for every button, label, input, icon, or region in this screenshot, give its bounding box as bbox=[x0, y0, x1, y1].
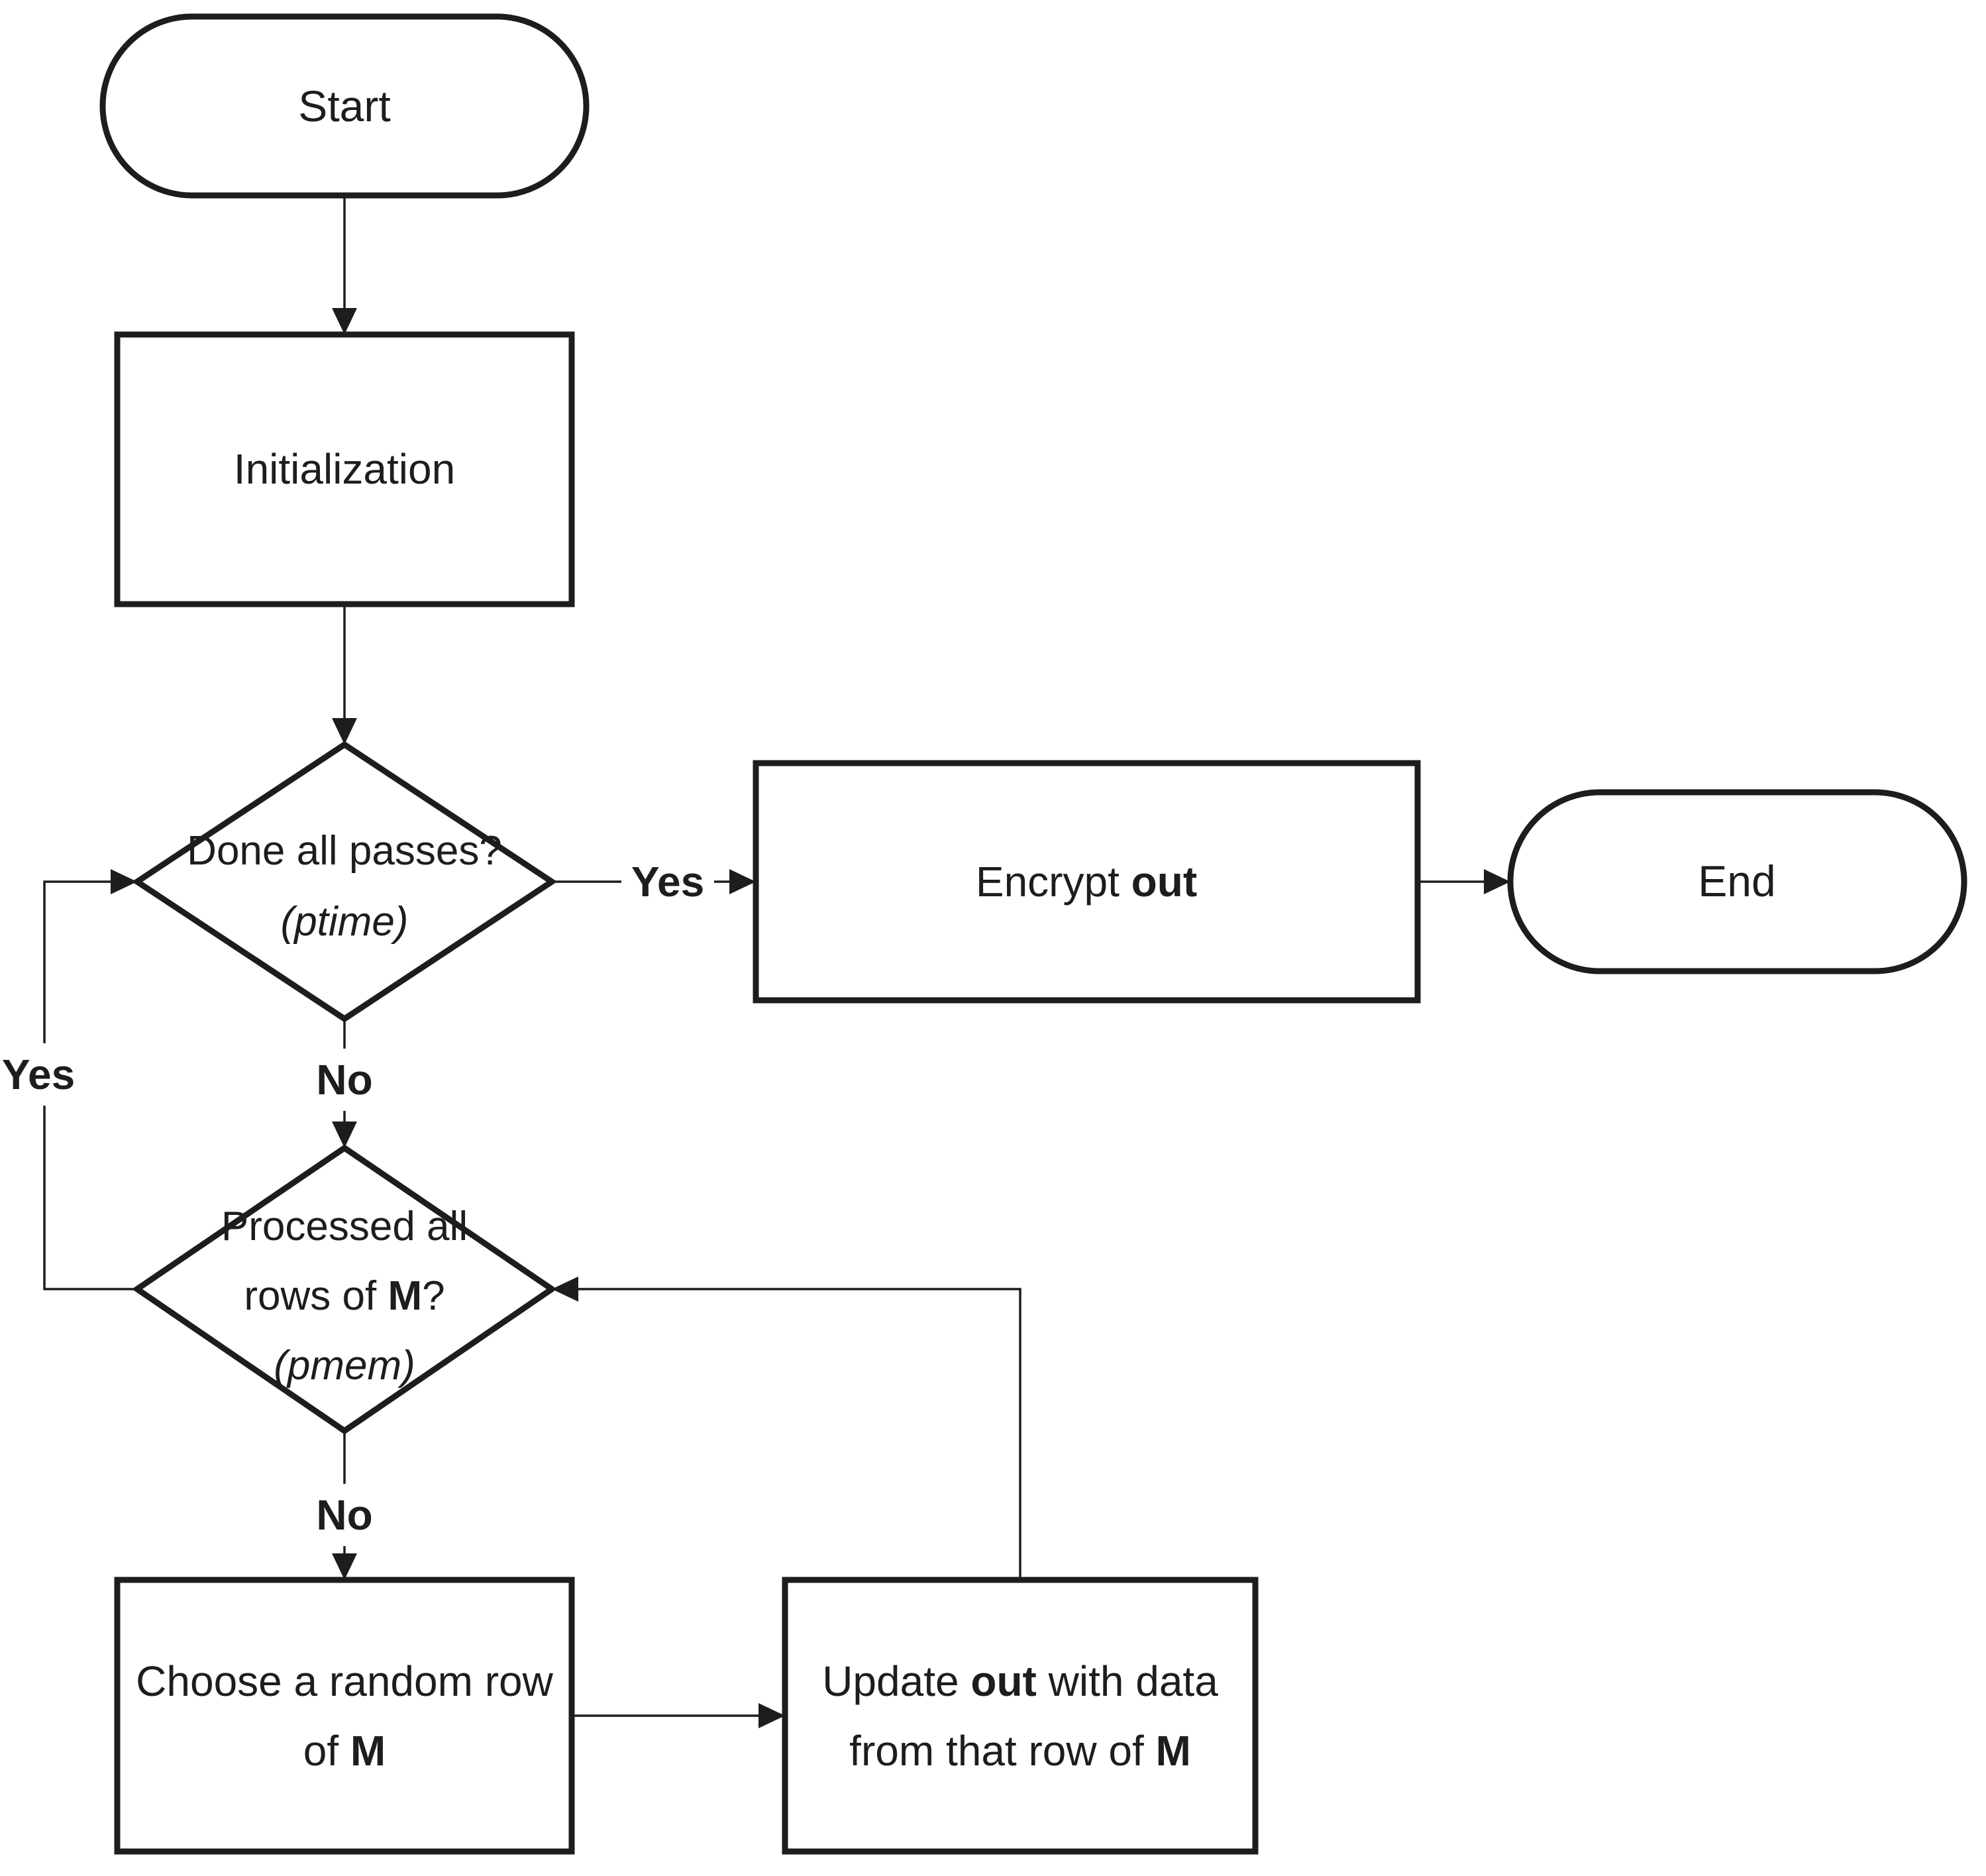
update-out-line1: Update out with data bbox=[822, 1657, 1218, 1705]
of-regular: of bbox=[303, 1727, 350, 1775]
processed-all-rows-line2: rows of M? bbox=[244, 1273, 444, 1319]
ptime-no-label-bg bbox=[300, 1049, 389, 1111]
arrowhead-into-update bbox=[758, 1703, 785, 1728]
processed-all-rows-line1: Processed all bbox=[221, 1204, 468, 1249]
update-out-process bbox=[782, 1577, 1259, 1855]
choose-random-row-line2: of M bbox=[303, 1727, 386, 1775]
pmem-yes-label: Yes bbox=[2, 1051, 75, 1098]
done-all-passes-decision bbox=[131, 741, 558, 1023]
pmem-label: (pmem) bbox=[274, 1343, 415, 1388]
ptime-yes-label-bg bbox=[621, 851, 714, 913]
pmem-no-label-bg bbox=[300, 1484, 389, 1546]
pmem-yes-label-bg bbox=[0, 1043, 85, 1106]
arrowhead-into-pmem-right-tip bbox=[552, 1277, 578, 1302]
processed-all-rows-decision bbox=[132, 1144, 557, 1435]
end-label: End bbox=[1698, 857, 1775, 906]
arrowhead-into-choose bbox=[332, 1553, 357, 1580]
choose-random-row-line1: Choose a random row bbox=[136, 1657, 553, 1705]
encrypt-out-process bbox=[753, 760, 1421, 1004]
from-that-row-regular: from that row of bbox=[849, 1727, 1155, 1775]
update-regular: Update bbox=[822, 1657, 970, 1705]
from-that-row-bold-m: M bbox=[1156, 1727, 1191, 1775]
ptime-no-label: No bbox=[316, 1056, 372, 1104]
arrowhead-into-pmem-decision bbox=[332, 1121, 357, 1148]
update-with-data: with data bbox=[1037, 1657, 1218, 1705]
arrowhead-into-initialization bbox=[332, 308, 357, 335]
edge-update-return-to-pmem bbox=[576, 1288, 1021, 1580]
arrowhead-into-encrypt bbox=[729, 869, 756, 894]
start-label: Start bbox=[298, 81, 390, 130]
pmem-no-label: No bbox=[316, 1491, 372, 1539]
update-out-line2: from that row of M bbox=[849, 1727, 1191, 1775]
arrowhead-into-ptime-decision bbox=[332, 718, 357, 745]
done-all-passes-label: Done all passes? bbox=[187, 828, 502, 874]
arrowhead-into-ptime-left-tip bbox=[111, 869, 137, 894]
encrypt-label-bold: out bbox=[1131, 858, 1198, 906]
initialization-label: Initialization bbox=[234, 445, 455, 493]
arrowhead-into-end bbox=[1484, 869, 1510, 894]
choose-random-row-process bbox=[114, 1577, 575, 1855]
initialization-process bbox=[114, 331, 575, 607]
update-bold-out: out bbox=[970, 1657, 1037, 1705]
encrypt-label-regular: Encrypt bbox=[976, 858, 1131, 906]
encrypt-out-label: Encrypt out bbox=[976, 858, 1197, 906]
ptime-label: (ptime) bbox=[281, 899, 409, 945]
start-terminator bbox=[99, 13, 590, 199]
rows-of-regular: rows of bbox=[244, 1273, 388, 1319]
ptime-yes-label: Yes bbox=[631, 858, 704, 906]
end-terminator bbox=[1507, 789, 1967, 974]
rows-of-bold-m: M bbox=[388, 1273, 422, 1319]
of-bold-m: M bbox=[350, 1727, 386, 1775]
rows-of-question: ? bbox=[422, 1273, 444, 1319]
